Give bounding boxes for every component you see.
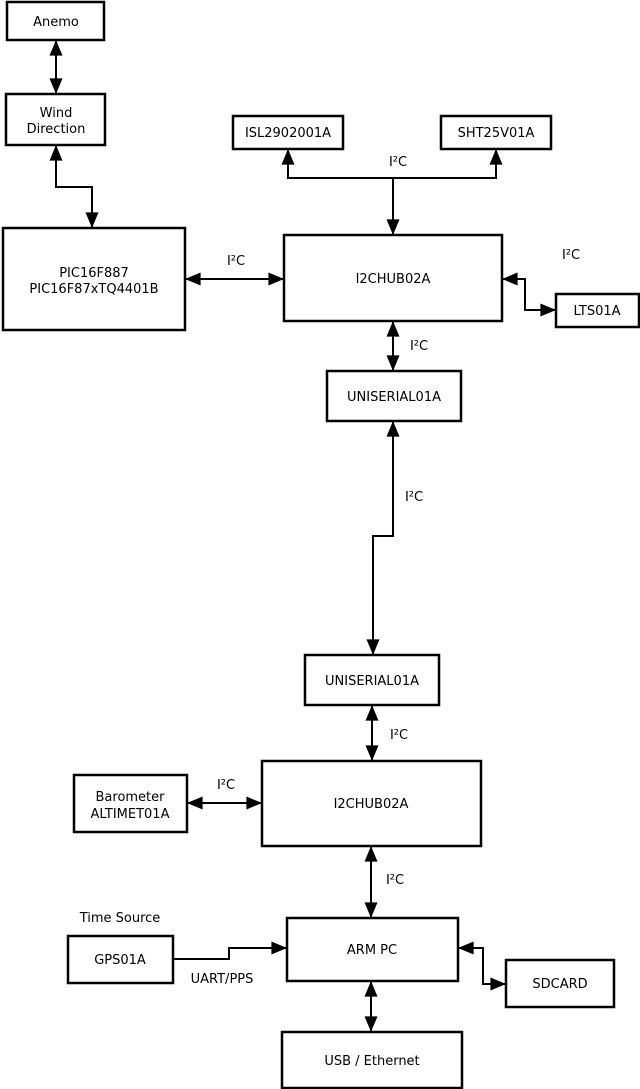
arm-pc-label: ARM PC xyxy=(347,943,397,958)
gps-label: GPS01A xyxy=(94,953,146,968)
i2c-label-uniserial-link: I²C xyxy=(405,490,423,505)
edge-sensorbus-sht xyxy=(393,149,503,179)
barometer-label-line1: Barometer xyxy=(96,790,166,805)
anemo-box xyxy=(5,0,106,42)
edge-wind-pic xyxy=(49,145,99,228)
usb-ethernet-box xyxy=(280,1030,464,1089)
i2c-label-hub1-lts: I²C xyxy=(562,248,580,263)
node-wind-direction: Wind Direction xyxy=(4,92,107,147)
i2c-hub-top-label: I2CHUB02A xyxy=(356,272,431,287)
uniserial-bottom-box xyxy=(303,653,441,707)
anemo-label: Anemo xyxy=(33,15,79,30)
sdcard-box xyxy=(504,958,616,1009)
i2c-label-barometer-hub2: I²C xyxy=(217,778,235,793)
node-anemo: Anemo xyxy=(5,0,106,42)
node-uniserial-top: UNISERIAL01A xyxy=(325,369,463,423)
i2c-label-sensor-bus: I²C xyxy=(389,155,407,170)
node-barometer: Barometer ALTIMET01A xyxy=(72,773,189,834)
edge-hub1-lts xyxy=(501,272,557,317)
edge-armpc-sdcard xyxy=(458,941,506,991)
node-lts: LTS01A xyxy=(554,292,640,329)
node-i2c-hub-top: I2CHUB02A xyxy=(282,233,504,323)
sht-box xyxy=(439,114,553,151)
edge-gps-armpc xyxy=(173,941,287,960)
isl-box xyxy=(231,114,345,151)
time-source-annotation: Time Source xyxy=(79,911,161,926)
i2c-label-uniserial-hub2: I²C xyxy=(390,728,408,743)
arm-pc-box xyxy=(285,916,460,983)
node-arm-pc: ARM PC xyxy=(285,916,460,983)
sdcard-label: SDCARD xyxy=(532,977,587,992)
barometer-box xyxy=(72,773,189,834)
barometer-label-line2: ALTIMET01A xyxy=(91,807,170,822)
isl-label: ISL2902001A xyxy=(245,126,331,141)
node-usb-ethernet: USB / Ethernet xyxy=(280,1030,464,1089)
pic-box xyxy=(1,226,187,332)
wind-direction-label-line2: Direction xyxy=(27,122,86,137)
lts-label: LTS01A xyxy=(573,304,620,319)
node-sht: SHT25V01A xyxy=(439,114,553,151)
uniserial-top-box xyxy=(325,369,463,423)
i2c-hub-bottom-box xyxy=(260,759,483,848)
edges-layer xyxy=(49,39,557,1032)
i2c-hub-top-box xyxy=(282,233,504,323)
wind-direction-box xyxy=(4,92,107,147)
uniserial-bottom-label: UNISERIAL01A xyxy=(325,674,419,689)
i2c-label-pic-hub1: I²C xyxy=(227,254,245,269)
i2c-label-hub2-armpc: I²C xyxy=(386,873,404,888)
usb-ethernet-label: USB / Ethernet xyxy=(324,1054,419,1069)
i2c-hub-bottom-label: I2CHUB02A xyxy=(334,797,409,812)
node-i2c-hub-bottom: I2CHUB02A xyxy=(260,759,483,848)
uart-pps-label: UART/PPS xyxy=(191,972,254,987)
uniserial-top-label: UNISERIAL01A xyxy=(347,390,441,405)
edge-uniserial1-uniserial2 xyxy=(366,421,400,656)
edge-sensorbus-isl xyxy=(281,149,393,179)
pic-label-line2: PIC16F87xTQ4401B xyxy=(29,282,158,297)
node-gps: GPS01A xyxy=(66,934,175,985)
edge-labels-layer: I²C I²C I²C I²C I²C I²C I²C I²C UART/PPS… xyxy=(79,155,580,987)
i2c-label-hub1-uniserial: I²C xyxy=(410,339,428,354)
lts-box xyxy=(554,292,640,329)
node-uniserial-bottom: UNISERIAL01A xyxy=(303,653,441,707)
node-pic: PIC16F887 PIC16F87xTQ4401B xyxy=(1,226,187,332)
pic-label-line1: PIC16F887 xyxy=(59,266,129,281)
gps-box xyxy=(66,934,175,985)
sht-label: SHT25V01A xyxy=(458,126,535,141)
wind-direction-label-line1: Wind xyxy=(40,106,73,121)
node-isl: ISL2902001A xyxy=(231,114,345,151)
node-sdcard: SDCARD xyxy=(504,958,616,1009)
